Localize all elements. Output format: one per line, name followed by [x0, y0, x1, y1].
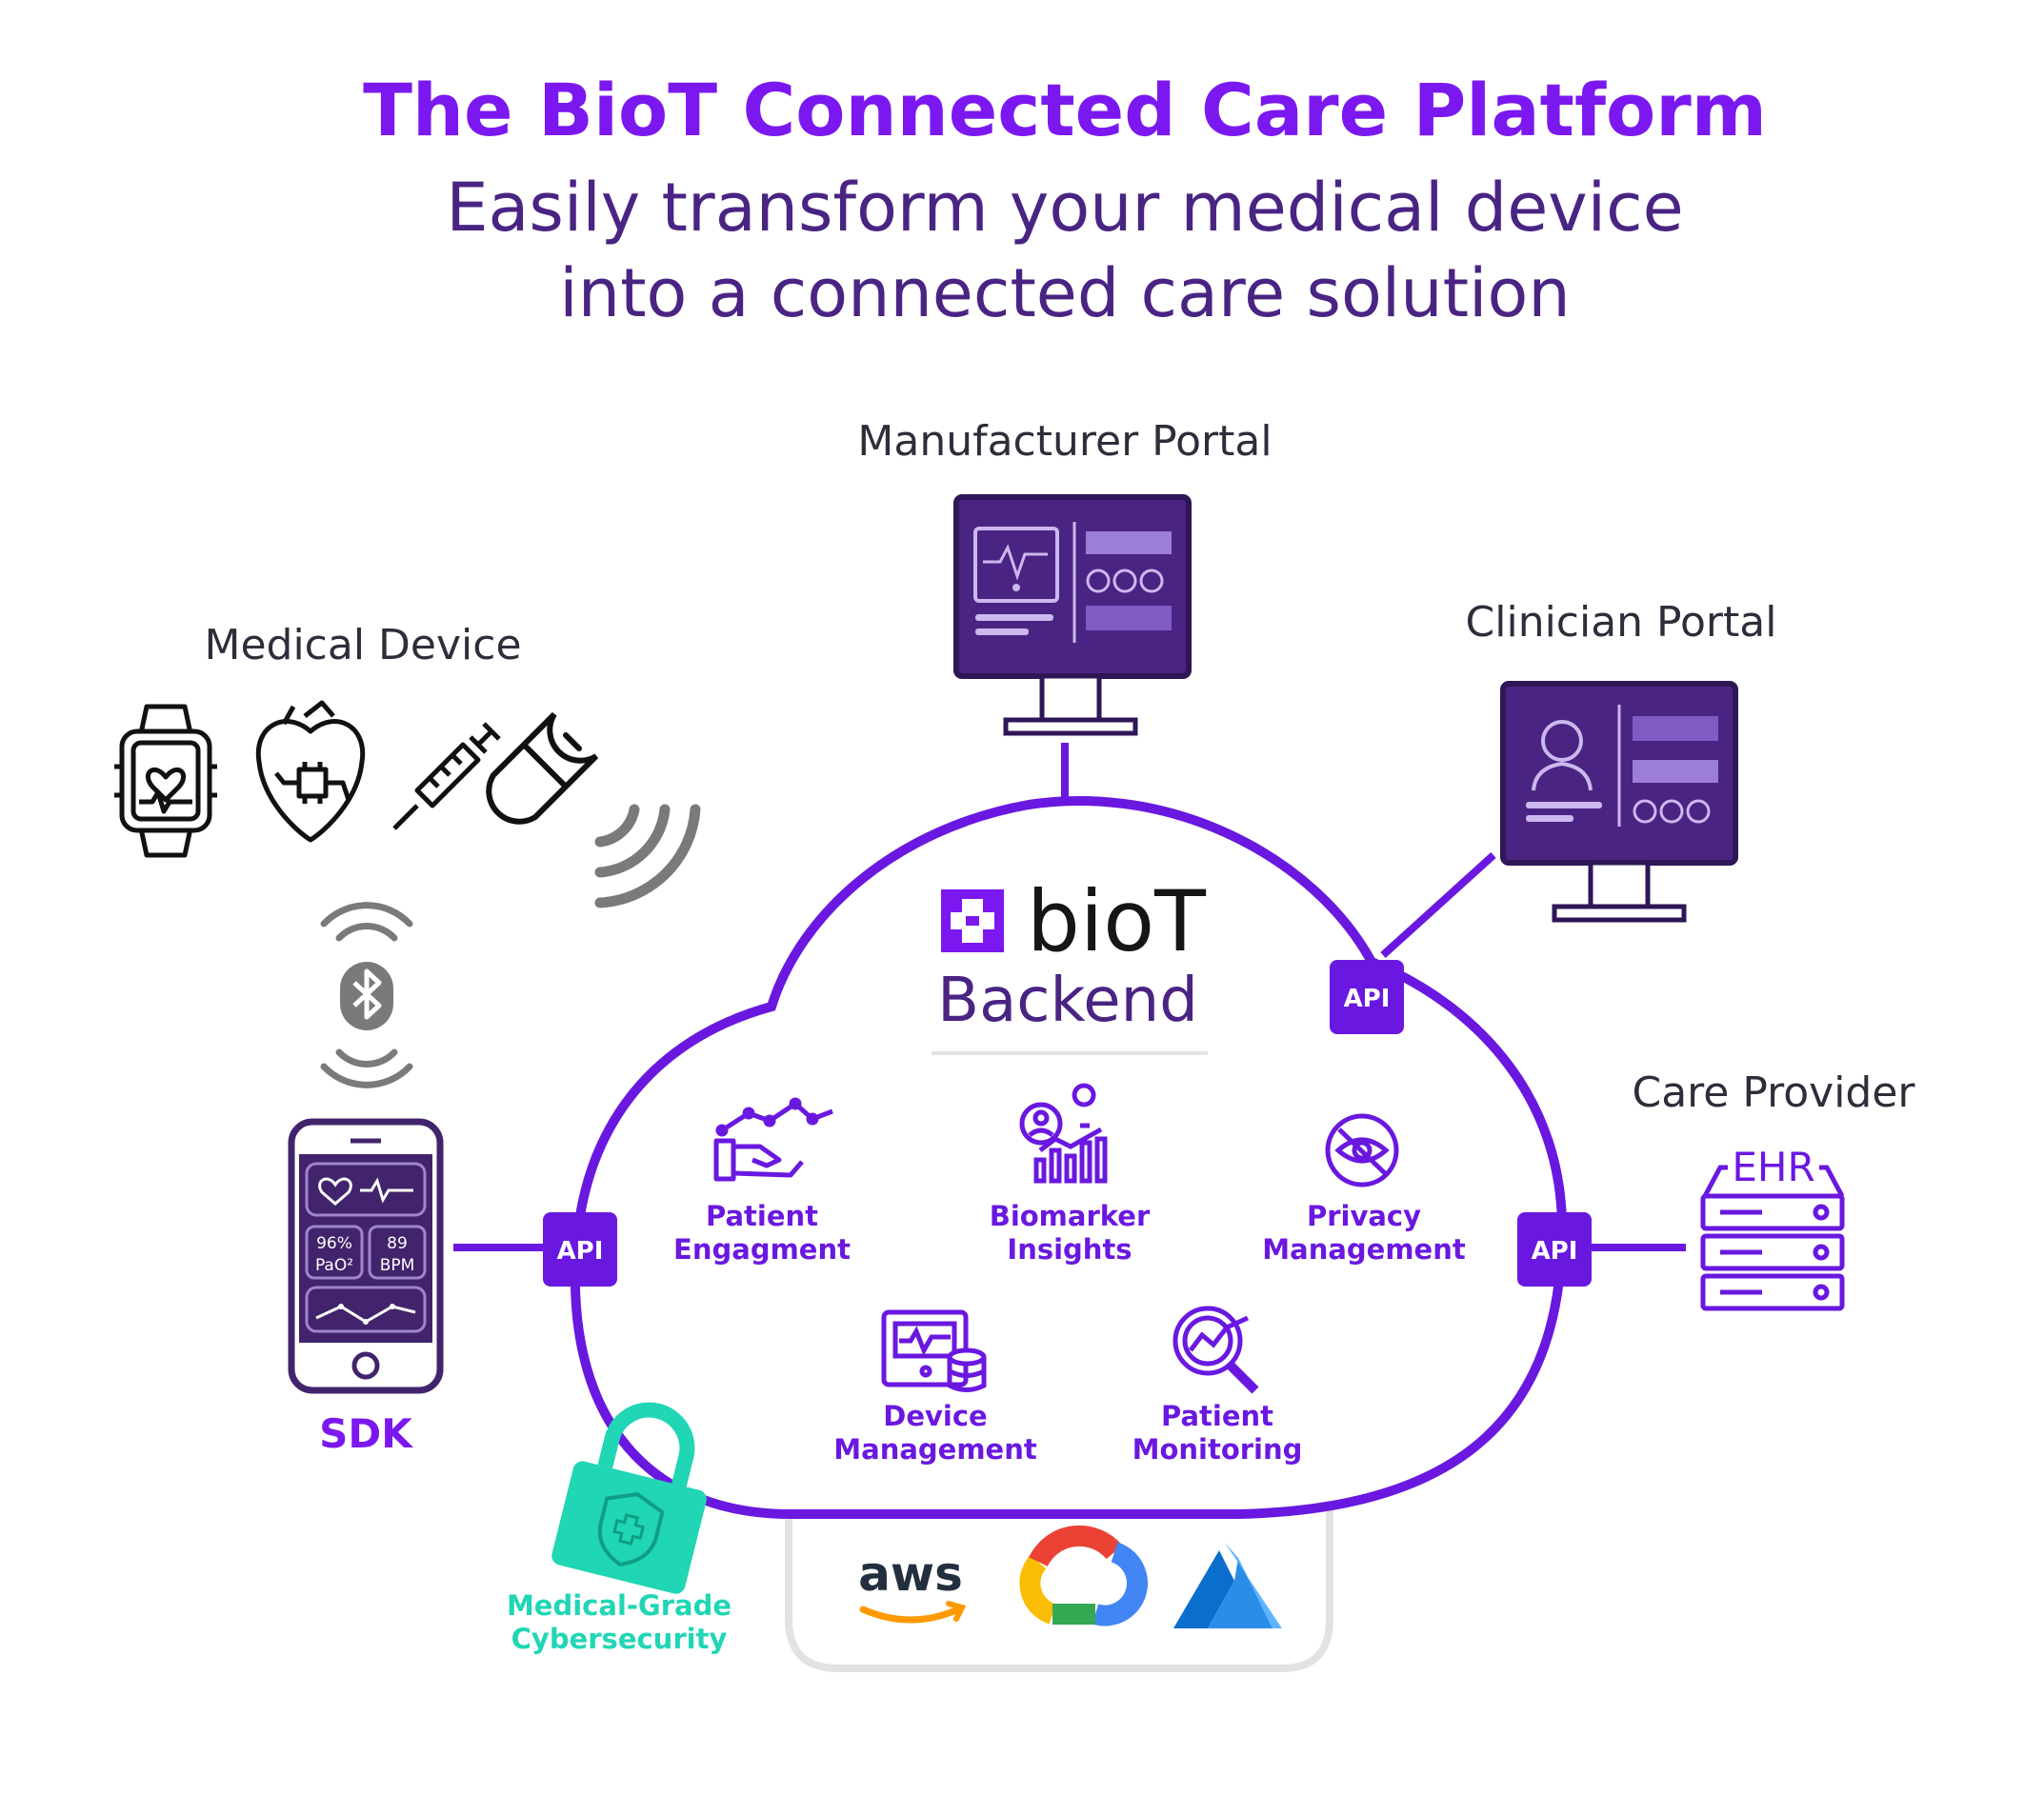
- feature-label-line1: Biomarker: [990, 1200, 1151, 1232]
- security-lock-icon: [551, 1402, 707, 1594]
- monitor-database-icon: [881, 1309, 987, 1392]
- api-badge-ehr: API: [1517, 1212, 1592, 1287]
- feature-label-line2: Engagment: [673, 1233, 851, 1266]
- biomarker-chart-icon: [1019, 1083, 1108, 1184]
- feature-label-line2: Management: [1262, 1233, 1466, 1266]
- bpm-value: 89: [387, 1234, 408, 1253]
- medical-device-label: Medical Device: [204, 621, 521, 669]
- smart-heart-icon: [255, 700, 366, 843]
- hand-chart-icon: [713, 1097, 833, 1182]
- page-subtitle-line2: into a connected care solution: [559, 254, 1570, 332]
- care-provider-label: Care Provider: [1632, 1068, 1915, 1117]
- feature-patient-engagement: Patient Engagment: [673, 1097, 851, 1266]
- syringe-icon: [392, 722, 501, 830]
- sdk-phone-icon: 96% PaO² 89 BPM: [288, 1118, 444, 1394]
- page-subtitle-line1: Easily transform your medical device: [446, 169, 1683, 247]
- manufacturer-portal-label: Manufacturer Portal: [857, 417, 1272, 466]
- pill-icon: [486, 711, 599, 825]
- security-label-line1: Medical-Grade: [507, 1589, 731, 1622]
- smartwatch-icon: [114, 704, 217, 858]
- ehr-label: EHR: [1732, 1144, 1814, 1190]
- backend-subtitle: Backend: [937, 966, 1198, 1036]
- magnifier-chart-icon: [1172, 1306, 1259, 1394]
- clinician-portal-label: Clinician Portal: [1466, 598, 1777, 647]
- ehr-server-icon: EHR: [1700, 1144, 1845, 1311]
- clinician-connector: [1380, 852, 1496, 958]
- heart-icon: [318, 1177, 352, 1206]
- wireless-signal-icon: [594, 804, 701, 908]
- biot-brand-text: bioT: [1027, 872, 1207, 970]
- connector-lines: [453, 743, 1686, 1251]
- eye-slash-icon: [1325, 1113, 1399, 1187]
- clinician-monitor-icon: [1500, 681, 1738, 923]
- manufacturer-monitor-icon: [953, 494, 1192, 736]
- feature-device-management: Device Management: [833, 1309, 1037, 1466]
- page-title: The BioT Connected Care Platform: [363, 68, 1767, 152]
- sdk-label: SDK: [319, 1410, 413, 1457]
- feature-label-line2: Management: [833, 1433, 1037, 1466]
- bluetooth-icon: [320, 902, 413, 1088]
- aws-text: aws: [858, 1547, 963, 1602]
- spo2-unit: PaO²: [315, 1256, 353, 1275]
- feature-biomarker-insights: Biomarker Insights: [990, 1083, 1151, 1266]
- aws-logo: aws: [858, 1547, 967, 1624]
- cloud-providers-panel: aws: [785, 1486, 1333, 1672]
- feature-label-line1: Patient: [1161, 1400, 1273, 1432]
- feature-label-line1: Privacy: [1307, 1200, 1421, 1232]
- security-label-line2: Cybersecurity: [511, 1623, 728, 1655]
- google-cloud-icon: [1019, 1525, 1148, 1626]
- bpm-unit: BPM: [380, 1256, 415, 1275]
- feature-label-line2: Insights: [1007, 1233, 1132, 1266]
- api-badge-clinician: API: [1330, 960, 1404, 1034]
- api-badge-label: API: [557, 1237, 604, 1266]
- azure-icon: [1173, 1543, 1282, 1628]
- spo2-value: 96%: [316, 1234, 352, 1253]
- biot-logo: bioT: [941, 872, 1207, 970]
- api-badge-label: API: [1344, 985, 1391, 1013]
- feature-privacy-management: Privacy Management: [1262, 1113, 1466, 1266]
- feature-label-line1: Device: [883, 1400, 987, 1432]
- api-badge-label: API: [1532, 1237, 1578, 1266]
- feature-label-line2: Monitoring: [1132, 1433, 1303, 1466]
- feature-patient-monitoring: Patient Monitoring: [1132, 1306, 1303, 1466]
- api-badge-sdk: API: [543, 1212, 617, 1287]
- feature-label-line1: Patient: [706, 1200, 818, 1232]
- clinician-avatar-icon: [1532, 720, 1593, 791]
